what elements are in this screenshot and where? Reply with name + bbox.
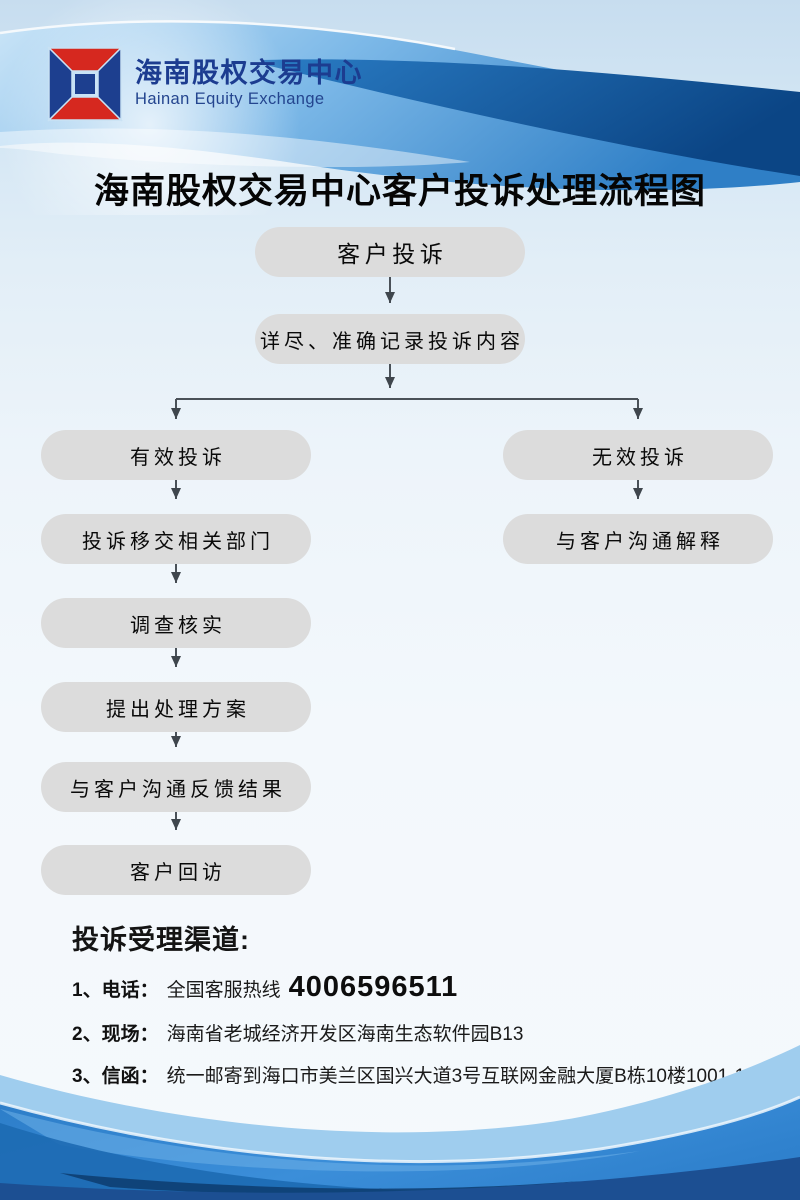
flow-node-customer-complaint: 客户投诉 [255,227,525,277]
footer-wave-band [0,1045,800,1200]
channel-label: 电话： [101,980,159,1001]
flow-node-record-content: 详尽、准确记录投诉内容 [255,314,525,364]
flow-node-customer-revisit: 客户回访 [41,845,311,895]
flow-node-communicate-explain: 与客户沟通解释 [503,514,773,564]
page-title: 海南股权交易中心客户投诉处理流程图 [93,172,706,211]
channel-mail-line: 3、 信函： 统一邮寄到海口市美兰区国兴大道3号互联网金融大厦B栋10楼1001… [72,1061,796,1088]
channel-text: 统一邮寄到海口市美兰区国兴大道3号互联网金融大厦B栋10楼1001-1002号 [166,1066,796,1087]
channels-heading: 投诉受理渠道: [72,925,250,955]
flow-node-invalid-complaint: 无效投诉 [503,430,773,480]
channel-number: 1、 [72,980,102,1001]
flow-node-transfer-department: 投诉移交相关部门 [41,514,311,564]
channel-text: 全国客服热线 [166,980,281,1001]
org-name-chinese: 海南股权交易中心 [135,58,363,88]
channel-label: 信函： [101,1066,159,1087]
hotline-number: 4006596511 [288,971,459,1003]
org-name-english: Hainan Equity Exchange [135,90,325,108]
hainan-equity-exchange-logo-icon [47,46,123,122]
flow-node-feedback-result: 与客户沟通反馈结果 [41,762,311,812]
flow-node-investigate-verify: 调查核实 [41,598,311,648]
channel-number: 3、 [72,1066,102,1087]
channel-phone-line: 1、 电话： 全国客服热线 4006596511 [72,971,752,1004]
brand-block: 海南股权交易中心 Hainan Equity Exchange [47,46,363,122]
channel-label: 现场： [101,1024,159,1045]
channel-onsite-line: 2、 现场： 海南省老城经济开发区海南生态软件园B13 [72,1019,752,1046]
channel-number: 2、 [72,1024,102,1045]
channel-text: 海南省老城经济开发区海南生态软件园B13 [166,1024,524,1045]
flow-node-valid-complaint: 有效投诉 [41,430,311,480]
flow-node-handling-proposal: 提出处理方案 [41,682,311,732]
complaint-channels-section: 投诉受理渠道: 1、 电话： 全国客服热线 4006596511 2、 现场： … [72,918,796,1103]
